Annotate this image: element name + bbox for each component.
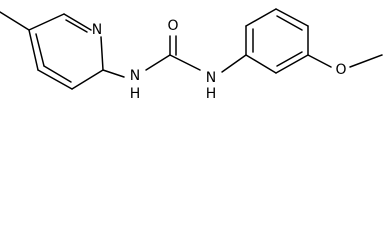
bond-py-c4-c5-outer (28, 29, 39, 71)
atom-ether-o: O (335, 62, 346, 78)
bond-nh-right-phenyl (221, 54, 247, 73)
atom-amide-h-right: H (206, 86, 217, 102)
bond-methyl-pyridine (0, 11, 30, 31)
atom-amide-n-right: N (206, 70, 216, 86)
bond-py-c3-c4-inner (43, 65, 72, 83)
bond-c2-nh-left (102, 69, 125, 78)
bond-py-c4-c5-inner (35, 33, 45, 67)
molecule-drawing: N N H O N H O (0, 8, 383, 102)
bond-ph-c3-c4-outer (275, 8, 309, 27)
bond-py-c3-c4-outer (37, 69, 73, 90)
bond-nh-left-carbonyl (145, 54, 171, 71)
bond-carbonyl-nh-right (169, 54, 201, 71)
bond-py-c5-c6 (28, 13, 65, 31)
atom-amide-n-left: N (130, 68, 140, 84)
atom-pyridine-n: N (92, 22, 102, 38)
bond-ph-c6-c1 (245, 54, 277, 74)
bond-ph-c5-c6-inner (276, 51, 303, 67)
bond-py-c6-n1-outer (63, 13, 92, 31)
atom-carbonyl-o: O (167, 18, 178, 34)
atom-amide-h-left: H (130, 86, 141, 102)
bond-ph-c5-c6-outer (275, 54, 309, 74)
bond-ether-o-methyl (349, 54, 383, 68)
bond-ph-c2-c3 (245, 8, 277, 27)
bond-py-c6-n1-inner (65, 19, 88, 33)
structure-canvas: N N H O N H O (0, 0, 388, 104)
bond-phenyl-ether-o (307, 54, 332, 68)
bond-py-c2-c3 (71, 69, 104, 90)
bond-ph-c3-c4-inner (276, 15, 303, 31)
bond-py-n1-c2 (100, 36, 104, 71)
